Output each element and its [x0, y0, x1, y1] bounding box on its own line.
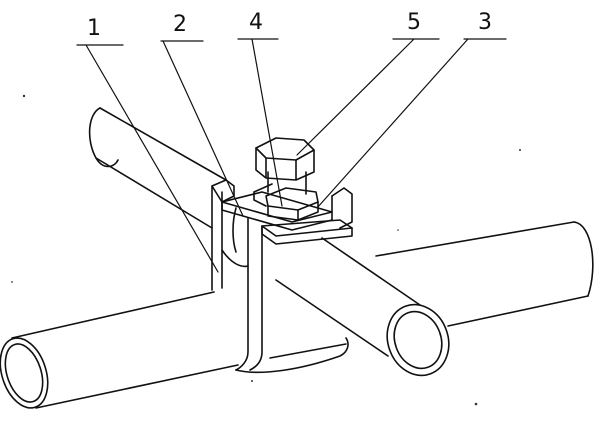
leader-5 — [297, 39, 439, 155]
clamp-saddle-curve — [233, 208, 236, 252]
horizontal-tube-end-right — [574, 222, 593, 296]
leader-3 — [317, 39, 506, 208]
horizontal-tube — [0, 222, 593, 414]
left-ear — [212, 180, 234, 202]
callout-label-4: 4 — [249, 10, 263, 35]
clamp-saddle-inner — [222, 250, 248, 266]
clamp-strap-front-right — [250, 226, 262, 370]
clamp-strap — [212, 186, 348, 372]
horizontal-tube-bottom-edge-mid — [270, 344, 346, 358]
nut-top — [266, 188, 318, 210]
callout-label-3: 3 — [478, 10, 492, 35]
short-tube-end-outer — [377, 296, 458, 384]
horizontal-tube-top-edge-right — [376, 222, 574, 256]
leader-lines — [77, 39, 506, 272]
horizontal-tube-end-outer — [0, 332, 56, 414]
short-tube-bottom-edge — [276, 280, 388, 356]
short-tube — [276, 238, 459, 384]
callout-label-5: 5 — [407, 10, 421, 35]
leader-4 — [238, 39, 282, 206]
nut — [254, 184, 318, 220]
upper-plate-thickness — [222, 202, 332, 230]
diagonal-tube-top-edge — [100, 108, 226, 180]
callout-label-2: 2 — [173, 12, 187, 37]
leader-2 — [161, 41, 243, 216]
clamp-strap-bottom — [236, 338, 348, 372]
horizontal-tube-top-edge-left — [12, 292, 214, 338]
nut-washer — [254, 184, 272, 206]
horizontal-tube-bottom-edge-left — [36, 365, 238, 408]
right-ear — [332, 188, 352, 228]
diagonal-tube-bottom-edge — [96, 158, 212, 228]
short-tube-end-inner — [386, 305, 449, 375]
diagonal-tube-end — [90, 108, 118, 167]
diagonal-tube — [90, 108, 226, 228]
bolt-head-faces — [256, 148, 314, 180]
short-tube-top-edge — [322, 238, 420, 305]
bolt — [256, 138, 314, 194]
horizontal-tube-bottom-edge-right — [448, 296, 588, 326]
bolt-head-top — [256, 138, 314, 160]
horizontal-tube-end-inner — [0, 339, 49, 407]
lower-plate — [262, 220, 352, 236]
leader-1 — [77, 45, 218, 272]
callout-label-1: 1 — [87, 16, 101, 41]
nut-faces — [268, 202, 318, 220]
clamp-ears — [212, 180, 352, 228]
lower-plate-thickness — [262, 226, 352, 244]
paper-specks — [11, 94, 521, 406]
clamp-strap-front-left — [236, 218, 248, 370]
